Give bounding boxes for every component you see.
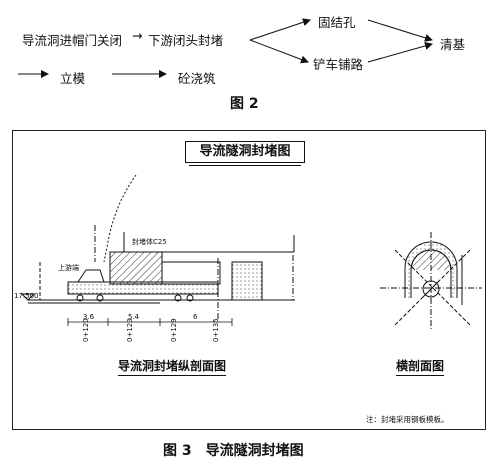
flow-result: 清基	[440, 37, 466, 52]
dimension-2: 5.4	[128, 313, 140, 321]
base-slab	[67, 281, 219, 295]
left-end-label: 上游端	[58, 264, 79, 272]
elevation-label: 17.500	[14, 292, 39, 300]
dimension-1: 3.6	[83, 313, 95, 321]
flow-step-1: 导流洞进帽门关闭	[22, 33, 123, 48]
dimension-line	[67, 318, 233, 326]
cross-section	[380, 232, 482, 330]
station-3: 0+129	[170, 318, 178, 342]
elevation-marker-icon	[20, 293, 36, 301]
note-text: 注：封堵采用钢板模板。	[366, 415, 449, 424]
flow-row2-step-1: 立模	[60, 71, 86, 86]
dimension-3: 6	[193, 313, 198, 321]
loader-icon	[77, 269, 105, 283]
station-1: 0+120	[82, 318, 90, 342]
flow-row2-step-2: 砼浇筑	[178, 71, 216, 86]
figure-2-caption: 图 2	[230, 96, 259, 112]
flow-branch-top: 固结孔	[318, 15, 356, 30]
figure-title: 导流隧洞封堵图	[185, 141, 305, 166]
figure-3-caption: 图 3 导流隧洞封堵图	[163, 443, 304, 459]
flow-branch-bottom: 铲车铺路	[313, 57, 364, 72]
station-2: 0+123	[126, 318, 134, 342]
backfill-zone	[231, 261, 263, 301]
station-4: 0+135	[212, 318, 220, 342]
figure-3-frame	[12, 130, 486, 430]
longitudinal-caption: 导流洞封堵纵剖面图	[118, 357, 227, 376]
flow-arrows	[18, 18, 433, 78]
flow-step-2: 下游闭头封堵	[148, 33, 224, 48]
mid-label: 封堵体C25	[132, 238, 167, 246]
cross-caption: 横剖面图	[396, 357, 445, 376]
arrow-right-icon: →	[132, 28, 143, 43]
